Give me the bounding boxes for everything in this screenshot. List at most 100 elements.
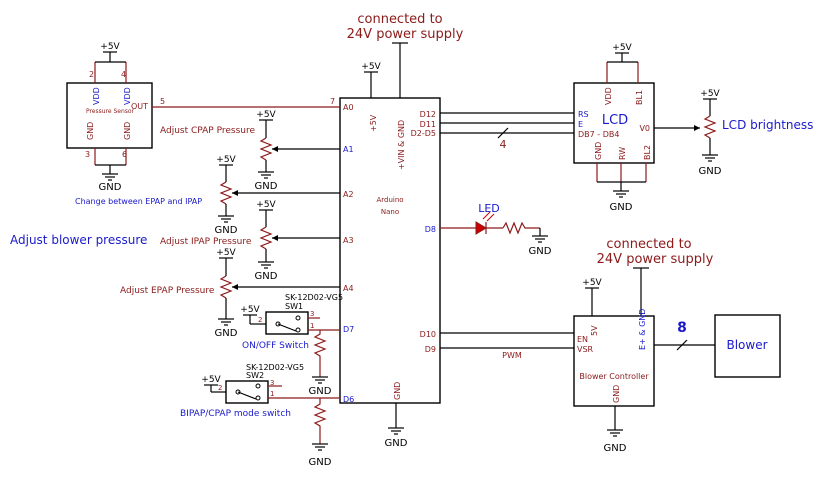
pin-a3: A3 (343, 236, 354, 245)
sw1-pulldown (313, 330, 327, 377)
sw1-ref: SW1 (285, 302, 303, 311)
pot-cpap-gnd-label: GND (255, 181, 278, 192)
lcd-v0-arrow (694, 125, 700, 131)
pot-cpap-5v: +5V (256, 110, 276, 120)
arduino-name-line1: Arduino (376, 196, 403, 204)
led-ray-2 (486, 213, 495, 222)
sw2-contact-3 (255, 383, 261, 389)
sensor-out: OUT (131, 102, 148, 111)
lcd-pin-vdd: VDD (604, 87, 613, 105)
pin-a0: A0 (343, 103, 354, 112)
sensor-vdd2: VDD (123, 87, 132, 105)
pot-ipap-resistor[interactable] (259, 226, 273, 250)
supply-note-right-line1: connected to (606, 237, 691, 252)
lcd-gnd-label: GND (610, 202, 633, 213)
blower-pin-5v: 5V (590, 325, 599, 336)
bus-blower-slash (676, 339, 688, 351)
sensor-pin-3: 3 (85, 150, 90, 159)
sw1-pin-1: 1 (310, 322, 314, 330)
pin-d12: D12 (420, 110, 436, 119)
pin-d7: D7 (343, 325, 354, 334)
lcd-pin-gnd: GND (594, 142, 603, 160)
lcd-pin-bl2: BL2 (643, 145, 652, 160)
sensor-pin-5: 5 (160, 97, 165, 106)
sw1-body[interactable] (265, 311, 309, 335)
lcd-pot-5v: +5V (700, 89, 720, 99)
sensor-pin-6: 6 (122, 150, 127, 159)
supply-note-top-line2: 24V power supply (347, 27, 464, 42)
sensor-pin-2: 2 (89, 70, 94, 79)
pin-a2: A2 (343, 190, 354, 199)
pin-a4: A4 (343, 284, 354, 293)
pot-epap-resistor[interactable] (219, 275, 233, 299)
supply-note-right-line2: 24V power supply (597, 252, 714, 267)
lcd-pin-bl1: BL1 (635, 90, 644, 105)
sw2-ref: SW2 (246, 371, 264, 380)
pot-ipap-5v: +5V (256, 200, 276, 210)
pwm-label: PWM (502, 351, 522, 360)
arduino-nano-body (339, 97, 441, 404)
pot-epap-gnd-label: GND (215, 328, 238, 339)
led-gnd-label: GND (529, 246, 552, 257)
pot-blower-label: Adjust blower pressure (10, 233, 147, 247)
sw1-gnd-label: GND (309, 386, 332, 397)
bus-lcd-slash (497, 127, 509, 139)
blower-gnd-label: GND (604, 443, 627, 454)
pressure-sensor-body (66, 82, 153, 149)
lcd-pin-e: E (578, 120, 583, 129)
blower-label: Blower (726, 338, 767, 352)
sw2-lever (237, 391, 257, 400)
blower-pin-gnd: GND (612, 385, 621, 403)
pot-ipap-wiper-arrow (272, 235, 278, 241)
pot-ipap-gnd-label: GND (255, 271, 278, 282)
pot-ab-gnd-label: GND (215, 225, 238, 236)
sensor-gnd-label: GND (99, 182, 122, 193)
sw2-5v: +5V (201, 375, 221, 385)
pin-d10: D10 (420, 330, 436, 339)
pin-d11: D11 (420, 120, 436, 129)
sw2-gnd-label: GND (309, 457, 332, 468)
lcd-pin-v0: V0 (639, 124, 650, 133)
blower-pin-vsr: VSR (577, 345, 594, 354)
led-label: LED (478, 202, 500, 215)
sw2-part: SK-12D02-VG5 (246, 363, 304, 372)
sw1-contact-3 (295, 315, 301, 321)
sw2-pin-1: 1 (270, 390, 274, 398)
supply-note-top-line1: connected to (357, 12, 442, 27)
lcd-pot-gnd-label: GND (699, 166, 722, 177)
sensor-name: Pressure Sensor (86, 108, 135, 115)
sensor-gnd1: GND (86, 122, 95, 140)
blower-controller-body (573, 315, 655, 407)
lcd-pin-rw: RW (618, 147, 627, 160)
pot-epap-5v: +5V (216, 248, 236, 258)
sensor-gnd2: GND (123, 122, 132, 140)
lcd-name: LCD (602, 113, 628, 128)
sw1-pin-2: 2 (258, 316, 262, 324)
sw1-5v: +5V (240, 305, 260, 315)
sw2-contact-common (235, 389, 241, 395)
blower-box[interactable] (714, 314, 781, 378)
led-resistor (502, 221, 540, 235)
sw2-body[interactable] (225, 380, 269, 404)
sw1-label: ON/OFF Switch (242, 341, 309, 351)
sw2-label: BIPAP/CPAP mode switch (180, 409, 291, 419)
sw1-lever (277, 323, 297, 332)
pot-cpap-wiper-arrow (272, 146, 278, 152)
lcd-pot-resistor[interactable] (703, 115, 717, 139)
pin-5v-arduino: +5V (369, 114, 378, 132)
bus-blower-count: 8 (677, 320, 687, 336)
lcd-pin-db: DB7 - DB4 (578, 130, 619, 139)
pot-ab-resistor[interactable] (219, 181, 233, 205)
pot-cpap-resistor[interactable] (259, 137, 273, 161)
pin-d9: D9 (425, 345, 436, 354)
pot-epap-ipap-label: Change between EPAP and IPAP (75, 197, 202, 206)
led-ray-1 (482, 211, 491, 220)
blower-pin-eplus: E+ & GND (638, 309, 647, 350)
arduino-pin-7: 7 (330, 97, 335, 106)
pin-d2-d5: D2-D5 (411, 129, 436, 138)
pin-d8: D8 (425, 225, 436, 234)
arduino-5v-label: +5V (361, 62, 381, 72)
bus-lcd-count: 4 (500, 138, 507, 151)
lcd-brightness-label: LCD brightness (722, 118, 813, 132)
